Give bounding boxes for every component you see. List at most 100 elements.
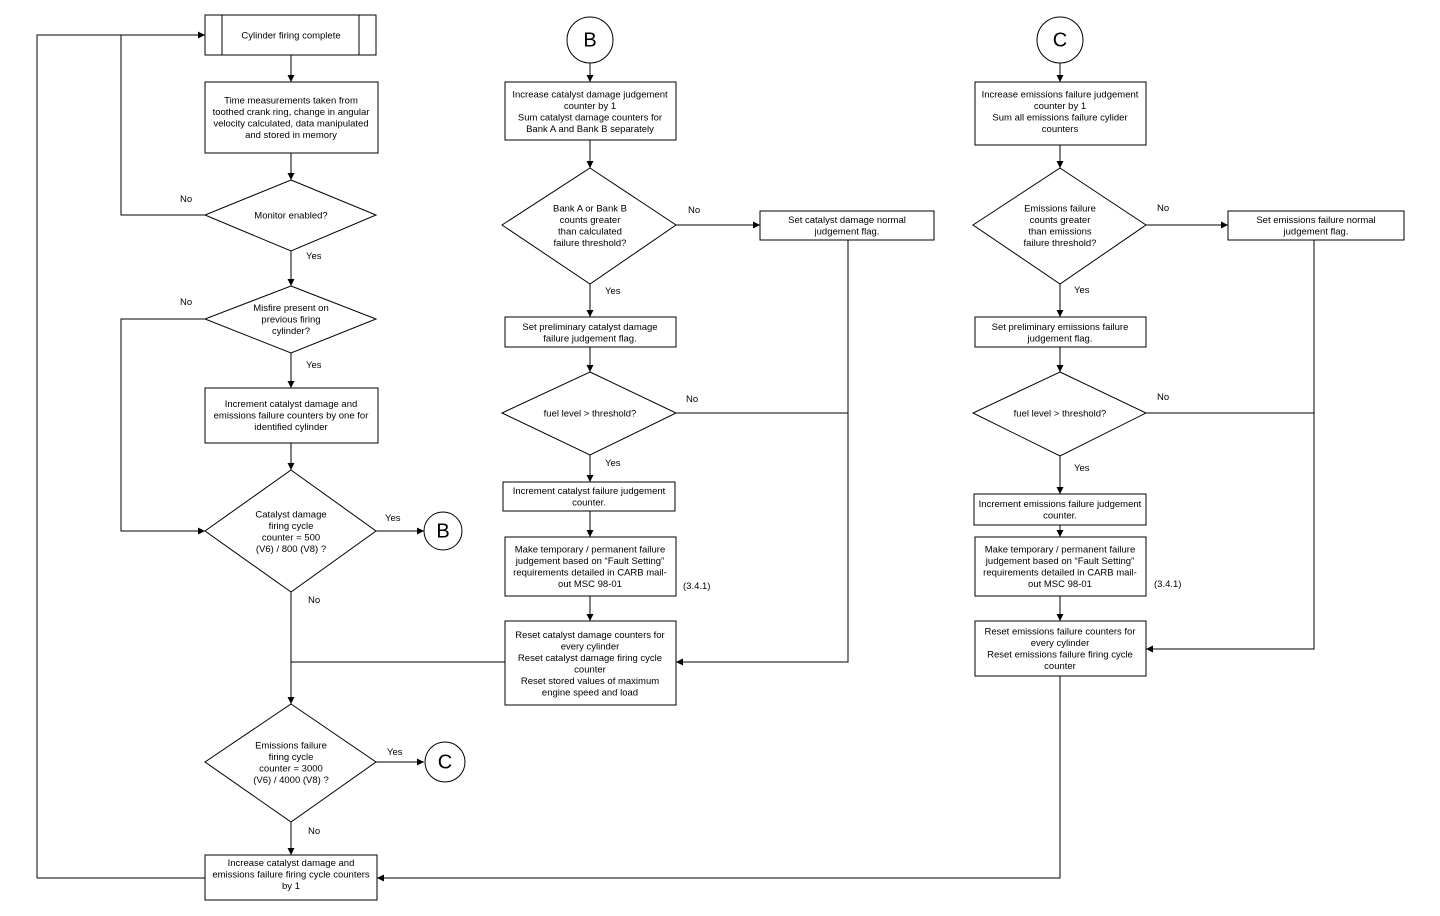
c-fuel-text: fuel level > threshold? <box>1014 409 1107 420</box>
flow-lines <box>36 31 1315 882</box>
text-line: Make temporary / permanent failure <box>515 544 665 555</box>
text-line: every cylinder <box>561 641 620 652</box>
connector-b-head-letter: B <box>583 29 596 51</box>
text-line: emissions failure counters by one for <box>214 411 369 422</box>
text-line: Increase catalyst damage judgement <box>512 89 668 100</box>
label-no-cat-cycle: No <box>308 595 320 606</box>
c-fuel-decision: fuel level > threshold? <box>971 371 1148 457</box>
text-line: emissions failure firing cycle counters <box>212 870 370 881</box>
text-line: Increment emissions failure judgement <box>979 499 1142 510</box>
label-no-c-fuel: No <box>1157 392 1169 403</box>
text-line: Misfire present on <box>253 303 329 314</box>
connector-c-out-letter: C <box>438 751 452 773</box>
text-line: counter. <box>1043 510 1077 521</box>
text-line: Reset catalyst damage firing cycle <box>518 653 662 664</box>
b-fuel-decision: fuel level > threshold? <box>500 371 678 456</box>
start-process-box: Cylinder firing complete <box>204 14 377 56</box>
text-line: Set preliminary emissions failure <box>992 322 1129 333</box>
text-line: judgement based on “Fault Setting” <box>985 556 1134 567</box>
connector-b-head: B <box>566 16 614 64</box>
text-line: Increase catalyst damage and <box>228 858 355 869</box>
label-no-em-cycle: No <box>308 826 320 837</box>
text-line: requirements detailed in CARB mail- <box>513 567 667 578</box>
text-line: toothed crank ring, change in angular <box>213 107 370 118</box>
text-line: (V6) / 800 (V8) ? <box>256 544 326 555</box>
monitor-enabled-text: Monitor enabled? <box>254 211 327 222</box>
text-line: judgement flag. <box>814 226 880 237</box>
text-line: fuel level > threshold? <box>544 409 637 420</box>
label-yes-monitor: Yes <box>306 251 322 262</box>
label-yes-c-fuel: Yes <box>1074 463 1090 474</box>
text-line: requirements detailed in CARB mail- <box>983 567 1137 578</box>
text-line: Set preliminary catalyst damage <box>522 322 657 333</box>
text-line: Monitor enabled? <box>254 211 327 222</box>
text-line: out MSC 98-01 <box>1028 579 1092 590</box>
text-line: Make temporary / permanent failure <box>985 544 1135 555</box>
text-line: fuel level > threshold? <box>1014 409 1107 420</box>
text-line: judgement flag. <box>1283 226 1349 237</box>
connector-c-head-letter: C <box>1053 29 1067 51</box>
label-no-c-decision: No <box>1157 203 1169 214</box>
text-line: counter <box>574 664 606 675</box>
start-text: Cylinder firing complete <box>241 31 340 42</box>
text-line: (V6) / 4000 (V8) ? <box>253 775 329 786</box>
text-line: Cylinder firing complete <box>241 31 340 42</box>
text-line: Reset emissions failure counters for <box>984 626 1135 637</box>
text-line: Reset catalyst damage counters for <box>515 630 664 641</box>
text-line: than emissions <box>1028 226 1092 237</box>
text-line: Sum all emissions failure cylider <box>992 112 1127 123</box>
text-line: velocity calculated, data manipulated <box>213 118 368 129</box>
text-line: than calculated <box>558 226 622 237</box>
text-line: every cylinder <box>1031 638 1090 649</box>
text-line: counts greater <box>560 215 621 226</box>
text-line: previous firing <box>261 315 320 326</box>
label-yes-b-fuel: Yes <box>605 458 621 469</box>
monitor-enabled-decision: Monitor enabled? <box>203 179 378 252</box>
text-line: identified cylinder <box>254 422 327 433</box>
text-line: Time measurements taken from <box>224 95 358 106</box>
text-line: failure threshold? <box>554 238 627 249</box>
text-line: counter by 1 <box>564 101 616 112</box>
text-line: Emissions failure <box>255 740 327 751</box>
text-line: counter. <box>572 497 606 508</box>
text-line: counters <box>1042 124 1079 135</box>
text-line: Catalyst damage <box>255 509 326 520</box>
connector-b-out: B <box>423 511 463 551</box>
label-yes-misfire: Yes <box>306 360 322 371</box>
connector-b-out-letter: B <box>436 520 449 542</box>
text-line: Reset emissions failure firing cycle <box>987 649 1133 660</box>
text-line: firing cycle <box>269 521 314 532</box>
text-line: and stored in memory <box>245 130 337 141</box>
text-line: Set catalyst damage normal <box>788 215 906 226</box>
label-yes-c-decision: Yes <box>1074 285 1090 296</box>
